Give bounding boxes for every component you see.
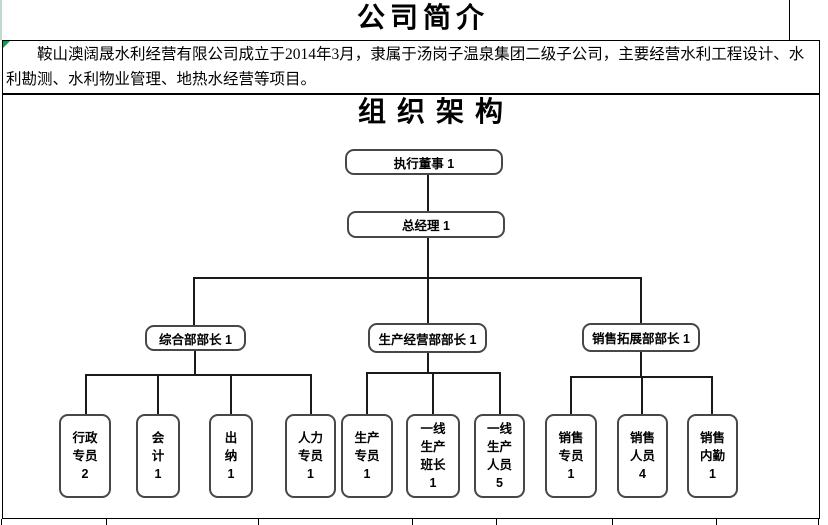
org-node-general-affairs-chief[interactable]: 综合部部长 1 (145, 325, 246, 351)
grid-tick (716, 519, 717, 525)
connector-line (193, 277, 195, 325)
connector-line (640, 352, 642, 377)
company-intro-text: 鞍山澳阔晟水利经营有限公司成立于2014年3月，隶属于汤岗子温泉集团二级子公司，… (6, 46, 805, 88)
connector-line (427, 352, 429, 373)
grid-tick (818, 519, 819, 525)
org-node-admin-specialist[interactable]: 行政 专员 2 (59, 414, 111, 498)
connector-line (230, 374, 232, 415)
column-border-line (789, 0, 790, 40)
connector-line (711, 376, 713, 415)
connector-line (640, 277, 642, 323)
connector-line (157, 374, 159, 415)
org-node-frontline-production-worker[interactable]: 一线 生产 人员 5 (474, 414, 525, 498)
org-node-general-manager[interactable]: 总经理 1 (347, 211, 505, 238)
connector-line (366, 372, 368, 415)
connector-line (193, 277, 642, 279)
grid-tick (496, 519, 497, 525)
connector-line (641, 376, 643, 415)
org-node-cashier[interactable]: 出 纳 1 (209, 414, 253, 498)
grid-tick (258, 519, 259, 525)
grid-tick (612, 519, 613, 525)
grid-tick (412, 519, 413, 525)
connector-line (432, 372, 434, 415)
connector-line (427, 175, 429, 211)
org-node-executive-director[interactable]: 执行董事 1 (345, 149, 503, 175)
cell-error-indicator-icon (3, 41, 10, 48)
section-title-org-structure: 组织架构 (357, 97, 514, 128)
connector-line (499, 372, 501, 415)
org-node-sales-office-clerk[interactable]: 销售 内勤 1 (687, 414, 738, 498)
org-node-sales-specialist[interactable]: 销售 专员 1 (545, 414, 597, 498)
org-node-production-specialist[interactable]: 生产 专员 1 (341, 414, 393, 498)
org-node-frontline-production-foreman[interactable]: 一线 生产 班长 1 (406, 414, 460, 498)
org-node-hr-specialist[interactable]: 人力 专员 1 (285, 414, 336, 498)
grid-tick (106, 519, 107, 525)
grid-tick (1, 519, 2, 525)
connector-line (427, 238, 429, 325)
connector-line (570, 376, 572, 415)
left-edge-strip (0, 0, 2, 40)
org-node-sales-staff[interactable]: 销售 人员 4 (617, 414, 668, 498)
org-node-sales-development-chief[interactable]: 销售拓展部部长 1 (582, 323, 700, 352)
org-node-accountant[interactable]: 会 计 1 (136, 414, 180, 498)
connector-line (194, 351, 196, 375)
connector-line (85, 374, 87, 415)
intro-cell: 鞍山澳阔晟水利经营有限公司成立于2014年3月，隶属于汤岗子温泉集团二级子公司，… (2, 40, 820, 94)
org-node-production-operations-chief[interactable]: 生产经营部部长 1 (368, 323, 487, 353)
connector-line (310, 374, 312, 415)
connector-line (85, 374, 312, 376)
section-title-company-intro: 公司简介 (356, 3, 489, 34)
